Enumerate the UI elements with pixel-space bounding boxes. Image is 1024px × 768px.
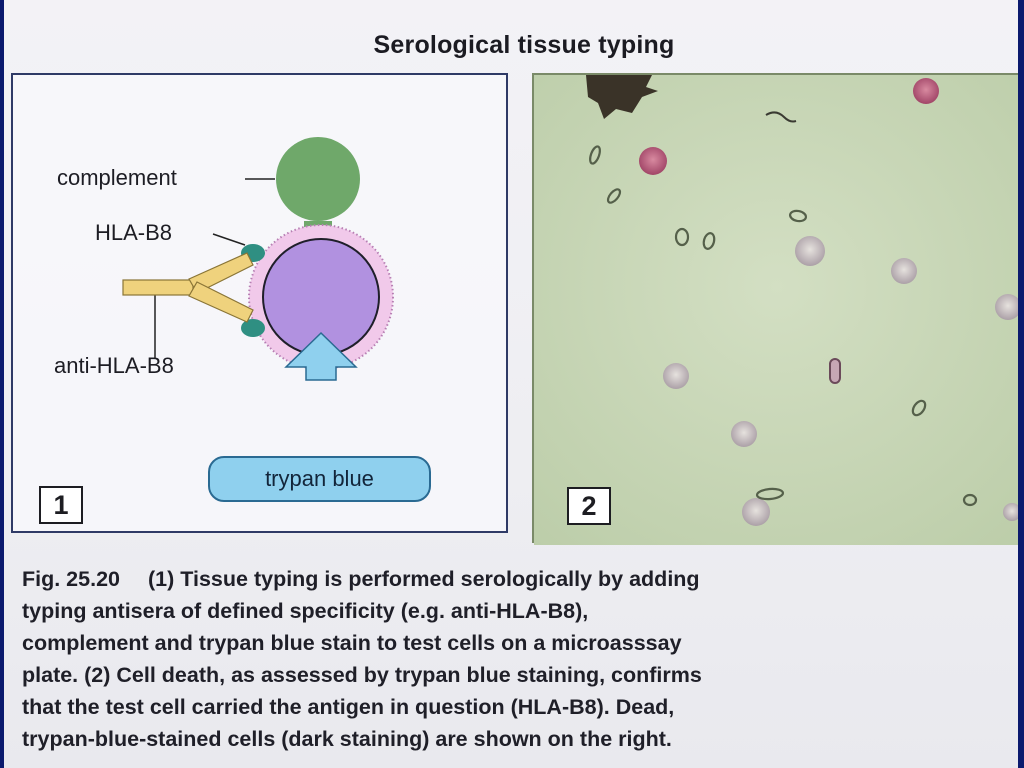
page-title: Serological tissue typing bbox=[373, 30, 675, 59]
caption-line: complement and trypan blue stain to test… bbox=[22, 631, 682, 655]
caption-line: Fig. 25.20 (1) Tissue typing is performed… bbox=[22, 563, 1018, 595]
anti-hla-b8-label: anti-HLA-B8 bbox=[54, 353, 174, 378]
debris-blob bbox=[586, 75, 658, 119]
live-cell bbox=[731, 421, 757, 447]
trypan-blue-box: trypan blue bbox=[208, 456, 431, 502]
caption-line: trypan-blue-stained cells (dark staining… bbox=[22, 727, 672, 751]
live-cell bbox=[663, 363, 689, 389]
live-cell bbox=[995, 294, 1018, 320]
complement-sphere bbox=[276, 137, 360, 221]
caption-line-text: (1) Tissue typing is performed serologic… bbox=[148, 567, 700, 591]
ring-cells bbox=[589, 145, 978, 507]
panel-number-1: 1 bbox=[39, 486, 83, 524]
figure-number: Fig. 25.20 bbox=[22, 567, 120, 591]
hla-antigen-bottom bbox=[241, 319, 265, 337]
hla-b8-label: HLA-B8 bbox=[95, 220, 173, 245]
dead-cell bbox=[639, 147, 667, 175]
document-page: Serological tissue typing bbox=[4, 0, 1018, 768]
rod-cell bbox=[829, 358, 841, 384]
live-cell bbox=[891, 258, 917, 284]
diagram-svg bbox=[122, 137, 394, 381]
micrograph-panel: 2 bbox=[532, 73, 1018, 545]
caption-line: plate. (2) Cell death, as assessed by tr… bbox=[22, 663, 702, 687]
dead-cell bbox=[913, 78, 939, 104]
debris-curl bbox=[765, 111, 797, 123]
diagram-panel: complement HLA-B8 anti-HLA-B8 trypan blu… bbox=[11, 73, 508, 533]
trypan-arrow bbox=[284, 331, 358, 381]
figure-caption: Fig. 25.20 (1) Tissue typing is performed… bbox=[22, 563, 1018, 755]
hla-leader bbox=[212, 233, 246, 246]
caption-line: that the test cell carried the antigen i… bbox=[22, 695, 675, 719]
micrograph-svg bbox=[534, 75, 1018, 545]
micrograph-background bbox=[534, 75, 1018, 545]
caption-line: typing antisera of defined specificity (… bbox=[22, 599, 589, 623]
live-cell bbox=[795, 236, 825, 266]
panel-number-2: 2 bbox=[567, 487, 611, 525]
live-cell bbox=[1003, 503, 1018, 521]
complement-label: complement bbox=[57, 165, 177, 190]
live-cell bbox=[742, 498, 770, 526]
antibody-shape bbox=[122, 252, 254, 323]
